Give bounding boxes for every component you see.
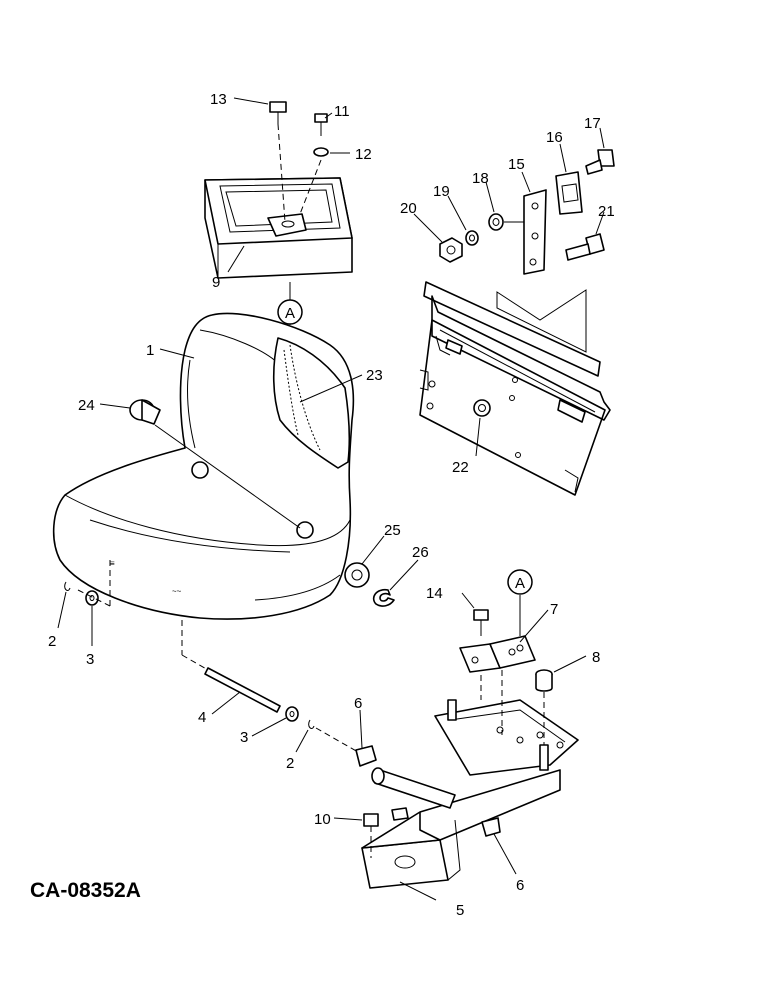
washer-part-12 [299,147,329,215]
callout-2-right: 2 [286,755,294,772]
seat-part-1: ≡ ~~ [52,312,355,620]
drawing-code: CA-08352A [30,879,141,902]
reference-mark-label: A [285,305,295,322]
callout-22: 22 [452,459,469,476]
callout-8: 8 [592,649,600,666]
callout-16: 16 [546,129,563,146]
callout-6-lower: 6 [516,877,524,894]
callout-12: 12 [355,146,372,163]
pivot-shaft [371,767,456,809]
callout-24: 24 [78,397,95,414]
seat-support-plate [434,699,579,776]
callout-1: 1 [146,342,154,359]
leader-dash [77,589,111,607]
svg-text:≡: ≡ [110,559,115,568]
reference-mark-a-upper: A [277,299,303,325]
bolt-part-11 [314,113,328,136]
callout-5: 5 [456,902,464,919]
bolt-part-14 [473,609,489,700]
callout-26: 26 [412,544,429,561]
leader-dash [315,727,359,753]
callout-2-left: 2 [48,633,56,650]
callout-19: 19 [433,183,450,200]
lock-washer-part-19 [465,230,479,246]
nut-part-20 [439,237,463,263]
callout-13: 13 [210,91,227,108]
callout-3-right: 3 [240,729,248,746]
callout-25: 25 [384,522,401,539]
callout-labels: 13 11 12 9 1 24 23 2 3 4 3 2 6 10 6 5 25… [48,91,615,919]
retaining-clip-part-26 [372,588,395,607]
clip-part-2b [308,719,315,729]
knob-part-24 [129,399,161,425]
callout-9: 9 [212,274,220,291]
reference-mark-a-lower: A [507,569,533,595]
clip-part-2a [64,581,71,591]
callout-7: 7 [550,601,558,618]
callout-18: 18 [472,170,489,187]
callout-17: 17 [584,115,601,132]
callout-23: 23 [366,367,383,384]
bolt-part-21 [565,233,605,261]
callout-11: 11 [334,103,350,120]
callout-6-upper: 6 [354,695,362,712]
seat-rail-assembly [419,281,611,496]
bushing-part-6b [481,817,501,837]
bolt-part-13 [269,101,287,223]
callout-14: 14 [426,585,443,602]
callout-3-left: 3 [86,651,94,668]
base-bracket-part-5 [361,769,561,889]
bracket-part-7 [459,635,536,673]
washer-part-18 [488,213,504,231]
callout-4: 4 [198,709,206,726]
strap-part-15 [523,189,547,275]
svg-text:~~: ~~ [172,587,182,596]
tool-box-part-9 [204,177,353,279]
reference-mark-label: A [515,575,525,592]
clamp-part-16 [555,171,583,215]
bolt-part-17 [585,149,615,175]
washer-part-25 [344,562,370,588]
callout-10: 10 [314,811,331,828]
callout-21: 21 [598,203,615,220]
washer-part-3b [285,706,299,722]
washer-part-3a [85,590,99,606]
callout-15: 15 [508,156,525,173]
spacer-part-8 [535,669,553,745]
bushing-part-6a [355,745,377,767]
callout-20: 20 [400,200,417,217]
pivot-pin-part-4 [181,620,281,713]
bolt-part-10 [363,807,409,858]
